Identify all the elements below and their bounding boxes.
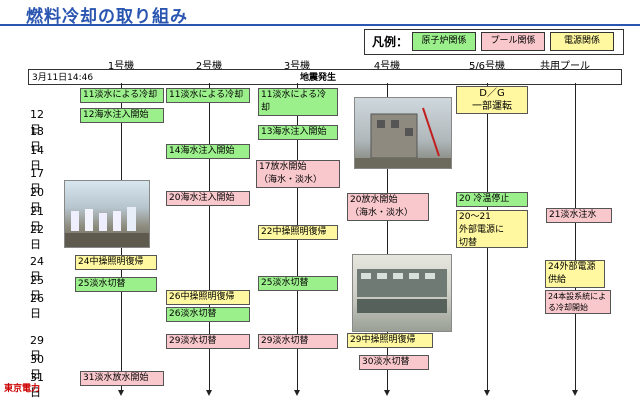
event-pool-freshwater-injection: 21淡水注水 xyxy=(546,208,612,223)
event-unit2-freshwater-switch: 26淡水切替 xyxy=(166,307,250,322)
reactor-building-photo xyxy=(354,97,452,169)
arrow-down-icon xyxy=(384,390,390,396)
legend-power: 電源関係 xyxy=(550,32,614,51)
event-unit1-freshwater-switch: 25淡水切替 xyxy=(75,277,157,292)
arrow-down-icon xyxy=(294,390,300,396)
event-unit56-dg-operation: D／G 一部運転 xyxy=(456,86,528,114)
title-underline xyxy=(0,24,640,26)
start-date: 3月11日14:46 xyxy=(32,70,93,83)
damaged-building-illustration xyxy=(355,98,451,168)
event-unit1-light-restore: 24中操照明復帰 xyxy=(75,255,157,270)
event-unit3-light-restore: 22中操照明復帰 xyxy=(258,225,338,240)
arrow-down-icon xyxy=(572,390,578,396)
arrow-down-icon xyxy=(118,390,124,396)
event-unit2-freshwater-cooling: 11淡水による冷却 xyxy=(166,88,250,103)
event-unit2-light-restore: 26中操照明復帰 xyxy=(166,290,250,305)
control-panel-illustration xyxy=(353,255,451,331)
event-unit3-pool-freshwater: 29淡水切替 xyxy=(258,334,338,349)
event-unit2-seawater-start: 14海水注入開始 xyxy=(166,144,250,159)
event-unit2-pool-seawater: 20海水注入開始 xyxy=(166,191,250,206)
legend-pool: プール関係 xyxy=(481,32,545,51)
event-unit1-discharge-start: 31淡水放水開始 xyxy=(80,371,164,386)
control-room-photo xyxy=(352,254,452,332)
event-unit1-seawater-start: 12海水注入開始 xyxy=(80,108,164,123)
arrow-down-icon xyxy=(206,390,212,396)
event-unit3-discharge-start: 17放水開始 （海水・淡水） xyxy=(256,160,340,188)
event-unit4-discharge-start: 20放水開始 （海水・淡水） xyxy=(347,193,429,221)
event-unit1-freshwater-cooling: 11淡水による冷却 xyxy=(80,88,164,103)
event-unit4-pool-freshwater: 30淡水切替 xyxy=(359,355,429,370)
event-pool-external-power: 24外部電源 供給 xyxy=(545,260,605,288)
event-unit2-pool-freshwater: 29淡水切替 xyxy=(166,334,250,349)
timeline-common-pool xyxy=(575,83,576,391)
legend-reactor: 原子炉関係 xyxy=(412,32,476,51)
event-unit56-external-power: 20～21 外部電源に 切替 xyxy=(456,210,528,248)
event-pool-cooling-start: 24本設系統による冷却開始 xyxy=(545,290,611,314)
arrow-down-icon xyxy=(484,390,490,396)
quake-label: 地震発生 xyxy=(300,70,336,83)
event-unit4-light-restore: 29中操照明復帰 xyxy=(347,333,433,348)
company-logo: 東京電力 xyxy=(4,381,40,394)
event-unit56-cold-shutdown: 20 冷温停止 xyxy=(456,192,528,207)
legend-label: 凡例： xyxy=(372,33,408,50)
day-label: 26日 xyxy=(30,292,54,321)
event-unit3-seawater-start: 13海水注入開始 xyxy=(258,125,338,140)
event-unit3-freshwater-cooling: 11淡水による冷却 xyxy=(258,88,338,116)
workers-illustration xyxy=(65,181,149,247)
event-unit3-freshwater-switch: 25淡水切替 xyxy=(258,276,338,291)
day-label: 22日 xyxy=(30,223,54,252)
site-workers-photo xyxy=(64,180,150,248)
